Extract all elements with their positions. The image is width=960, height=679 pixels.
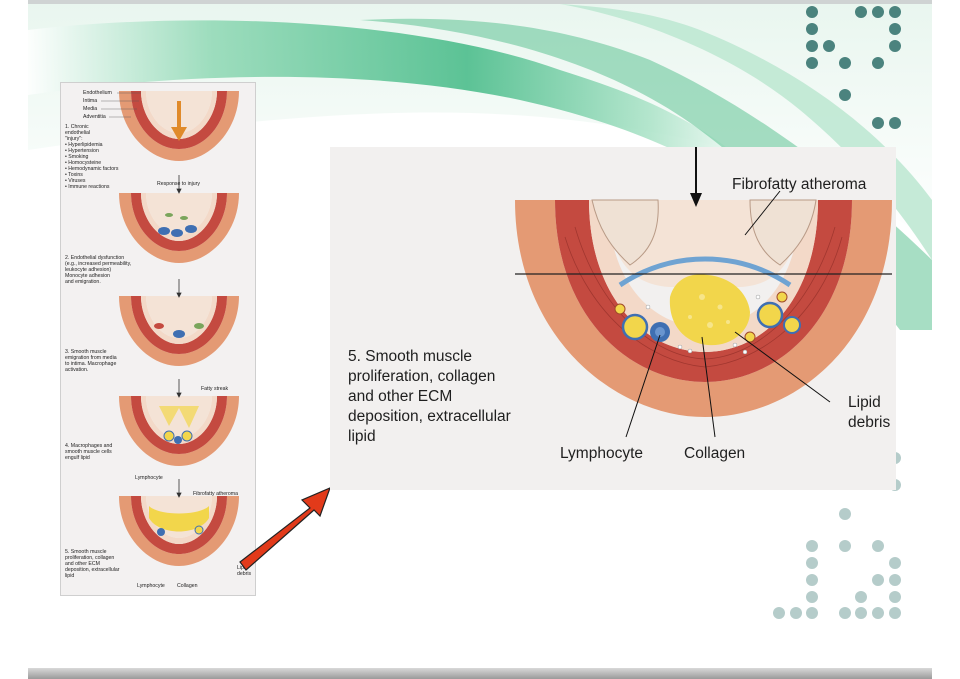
step1-line-9: • Viruses <box>65 178 86 184</box>
step5-line-2: and other ECM <box>65 561 100 567</box>
step5-line-1: proliferation, collagen <box>65 555 115 561</box>
step1-line-3: • Hyperlipidemia <box>65 142 103 148</box>
top-arrow-icon <box>690 147 702 207</box>
step3-line-1: emigration from media <box>65 355 117 361</box>
large-figure-drawing <box>515 147 892 438</box>
step2-line-4: and emigration. <box>65 279 101 285</box>
step1-line-7: • Hemodynamic factors <box>65 166 119 172</box>
lymphocyte-label-step4: Lymphocyte <box>135 475 163 481</box>
large-figure-panel: Fibrofatty atheroma 5. Smooth muscle pro… <box>330 147 896 490</box>
lipid-debris-label-small: Lipid debris <box>237 565 252 577</box>
bottom-bar <box>28 668 932 679</box>
fatty-streak-label: Fatty streak <box>201 386 229 392</box>
step5-description: 5. Smooth muscle proliferation, collagen… <box>348 348 511 445</box>
lymphocyte-label-small: Lymphocyte <box>137 583 165 589</box>
small-figure-drawing <box>101 91 239 566</box>
collagen-label: Collagen <box>684 445 746 462</box>
step1-line-1: endothelial <box>65 130 91 136</box>
step3-line-3: activation. <box>65 367 89 373</box>
step5-line-4: lipid <box>65 573 75 579</box>
small-figure-panel: Endothelium Intima Media Adventitia 1. C… <box>60 82 256 596</box>
step2-line-0: 2. Endothelial dysfunction <box>65 255 125 261</box>
step1-line-0: 1. Chronic <box>65 124 89 130</box>
fibrofatty-atheroma-label-small: Fibrofatty atheroma <box>193 491 238 497</box>
lipid-debris-label: Lipid debris <box>848 394 891 431</box>
right-margin <box>932 0 960 679</box>
fibrofatty-atheroma-label: Fibrofatty atheroma <box>732 176 867 193</box>
layer-label-adventitia: Adventitia <box>83 114 106 120</box>
red-pointer-arrow-icon <box>239 486 332 571</box>
layer-label-endothelium: Endothelium <box>83 90 112 96</box>
collagen-label-small: Collagen <box>177 583 198 589</box>
step3-line-0: 3. Smooth muscle <box>65 349 107 355</box>
step2-line-3: Monocyte adhesion <box>65 273 110 279</box>
step4-line-0: 4. Macrophages and <box>65 443 113 449</box>
layer-label-media: Media <box>83 106 98 112</box>
left-margin <box>0 0 28 679</box>
step2-line-2: leukocyte adhesion) <box>65 267 112 273</box>
step5-line-3: deposition, extracellular <box>65 567 120 573</box>
step1-line-6: • Homocysteine <box>65 160 102 166</box>
step1-line-2: "injury": <box>65 136 83 142</box>
step4-line-1: smooth muscle cells <box>65 449 112 455</box>
step1-line-5: • Smoking <box>65 154 89 160</box>
response-to-injury-label: Response to injury <box>157 181 200 187</box>
lymphocyte-label: Lymphocyte <box>560 445 643 462</box>
step4-line-2: engulf lipid <box>65 455 90 461</box>
step1-line-10: • Immune reactions <box>65 184 110 190</box>
step1-line-4: • Hypertension <box>65 148 99 154</box>
layer-label-intima: Intima <box>83 98 98 104</box>
step5-line-0: 5. Smooth muscle <box>65 549 107 555</box>
orange-down-arrow-icon <box>171 101 187 141</box>
step3-line-2: to intima. Macrophage <box>65 361 117 367</box>
step1-line-8: • Toxins <box>65 172 83 178</box>
top-border <box>28 0 932 4</box>
step2-line-1: (e.g., increased permeability, <box>65 261 132 267</box>
